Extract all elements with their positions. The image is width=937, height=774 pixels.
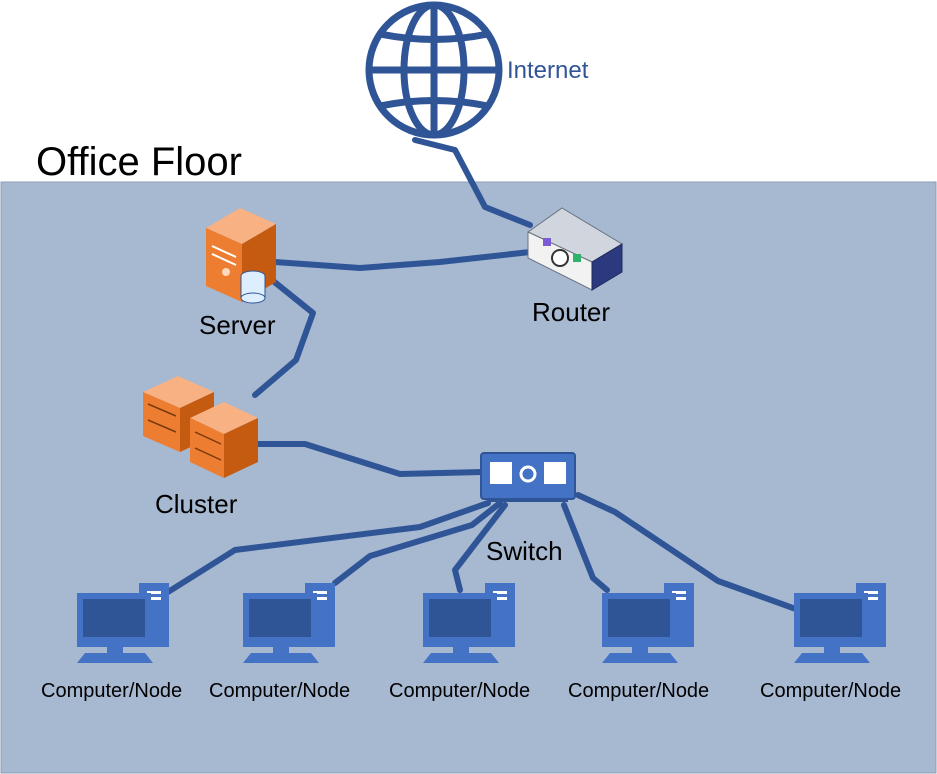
cluster-label: Cluster: [155, 489, 238, 519]
link-switch-computer-4: [561, 502, 610, 593]
computer-label: Computer/Node: [760, 680, 901, 702]
server-icon: [206, 208, 276, 304]
computer-icon: [794, 583, 886, 663]
link-computer-5-overlay: [815, 614, 843, 628]
link-switch-computer-5: [575, 492, 843, 628]
computer-node-3: Computer/Node: [389, 583, 530, 702]
computer-icon: [602, 583, 694, 663]
link-internet-router: [412, 137, 533, 228]
computer-icon: [77, 583, 169, 663]
computer-node-2: Computer/Node: [209, 583, 350, 702]
globe-icon: [365, 1, 503, 139]
link-switch-computer-2: [332, 500, 503, 586]
computer-label: Computer/Node: [568, 680, 709, 702]
link-switch-computer-1: [165, 500, 491, 595]
office-floor-title: Office Floor: [36, 140, 242, 184]
router-label: Router: [532, 297, 610, 327]
switch-label: Switch: [486, 536, 563, 566]
router-node: Router: [527, 207, 623, 327]
computer-icon: [423, 583, 515, 663]
server-label: Server: [199, 310, 276, 340]
cluster-node: Cluster: [143, 376, 258, 519]
internet-node: Internet: [365, 1, 589, 139]
link-server-cluster: [252, 277, 316, 398]
computer-nodes: Computer/Node Computer/Node: [41, 583, 901, 702]
server-cluster-icon: [143, 376, 258, 478]
computer-node-4: Computer/Node: [568, 583, 709, 702]
switch-node: Switch: [480, 452, 576, 566]
computer-node-5: Computer/Node: [760, 583, 901, 702]
internet-label: Internet: [507, 57, 589, 84]
link-switch-computer-3: [452, 502, 508, 593]
switch-icon: [480, 452, 576, 502]
computer-icon: [243, 583, 335, 663]
computer-label: Computer/Node: [389, 680, 530, 702]
office-floor-area: [0, 181, 937, 774]
computer-node-1: Computer/Node: [41, 583, 182, 702]
server-node: Server: [199, 208, 276, 340]
computer-label: Computer/Node: [209, 680, 350, 702]
connection-lines: [165, 137, 843, 628]
link-server-router: [272, 249, 533, 271]
router-icon: [527, 207, 623, 291]
computer-label: Computer/Node: [41, 680, 182, 702]
link-cluster-switch: [253, 441, 485, 477]
